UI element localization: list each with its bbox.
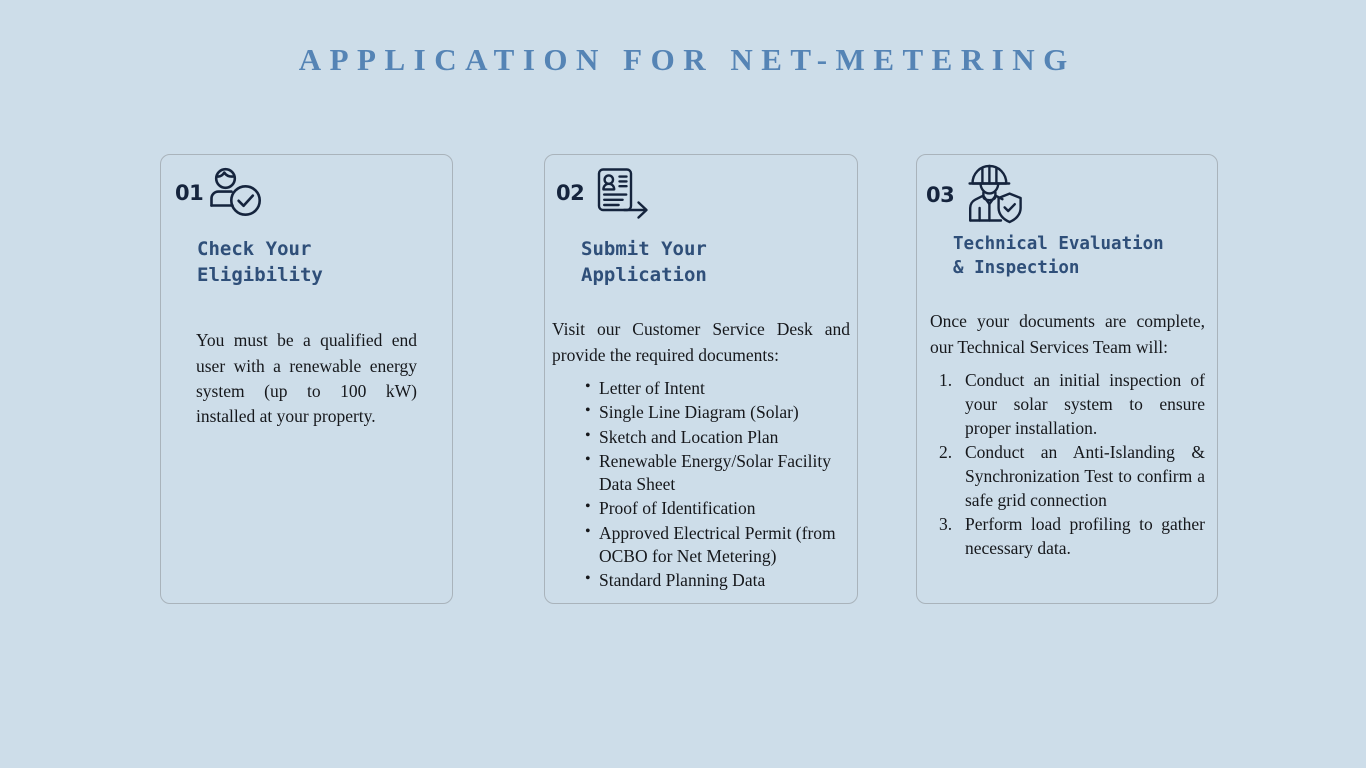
user-check-icon [207, 167, 265, 223]
list-item: Perform load profiling to gather necessa… [939, 513, 1205, 558]
list-item: Letter of Intent [585, 376, 850, 400]
list-item: Approved Electrical Permit (from OCBO fo… [585, 521, 850, 569]
step-number: 01 [175, 181, 204, 205]
card-header: 02 [545, 155, 857, 227]
card-body: Visit our Customer Service Desk and prov… [552, 317, 850, 592]
list-item: Sketch and Location Plan [585, 425, 850, 449]
technical-evaluation-steps-list: Conduct an initial inspection of your so… [930, 369, 1205, 561]
card-intro-text: You must be a qualified end user with a … [196, 330, 417, 427]
list-item: Conduct an initial inspection of your so… [939, 369, 1205, 438]
list-item: Proof of Identification [585, 496, 850, 520]
step-card-01: 01 Check Your Eligibility You must be a … [160, 154, 453, 604]
card-body: You must be a qualified end user with a … [196, 328, 417, 430]
list-item: Conduct an Anti-Islanding & Synchronizat… [939, 441, 1205, 510]
page-title: APPLICATION FOR NET-METERING [298, 42, 1076, 77]
card-heading: Technical Evaluation & Inspection [953, 234, 1164, 278]
card-header: 01 [161, 155, 452, 227]
card-body: Once your documents are complete, our Te… [930, 309, 1205, 561]
list-item: Renewable Energy/Solar Facility Data She… [585, 449, 850, 497]
card-header: 03 [917, 155, 1217, 227]
card-intro-text: Visit our Customer Service Desk and prov… [552, 319, 850, 365]
step-card-03: 03 [916, 154, 1218, 604]
engineer-shield-check-icon [961, 160, 1025, 226]
document-submit-icon [593, 168, 653, 226]
card-heading: Check Your Eligibility [197, 238, 323, 286]
required-documents-list: Letter of Intent Single Line Diagram (So… [552, 376, 850, 592]
list-item: Single Line Diagram (Solar) [585, 400, 850, 424]
step-number: 02 [556, 181, 585, 205]
card-intro-text: Once your documents are complete, our Te… [930, 311, 1205, 357]
step-number: 03 [926, 183, 955, 207]
steps-card-row: 01 Check Your Eligibility You must be a … [0, 154, 1366, 606]
card-heading: Submit Your Application [581, 238, 707, 286]
step-card-02: 02 Submit Your Application [544, 154, 858, 604]
list-item: Standard Planning Data [585, 568, 850, 592]
